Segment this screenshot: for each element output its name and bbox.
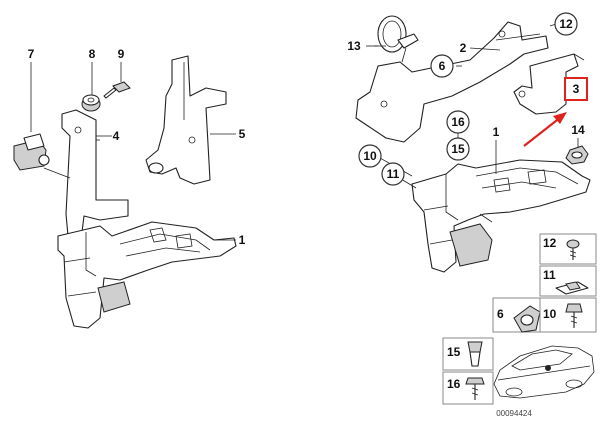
callout-circle-12 <box>554 12 578 36</box>
car-silhouette-icon <box>493 345 595 399</box>
part-4-bracket[interactable] <box>43 109 129 237</box>
callout-8: 8 <box>89 47 96 61</box>
callout-9: 9 <box>118 47 125 61</box>
callout-14: 14 <box>571 123 585 137</box>
legend-label-15: 15 <box>447 345 461 359</box>
part-2-bracket[interactable] <box>355 21 549 143</box>
callout-5: 5 <box>239 127 246 141</box>
callout-circle-16 <box>446 110 470 134</box>
callout-3: 3 <box>573 82 580 96</box>
highlight-box <box>564 77 588 101</box>
parts-legend: 12 11 6 10 15 <box>442 233 597 418</box>
callout-16: 16 <box>451 115 465 129</box>
callout-10: 10 <box>363 149 377 163</box>
part-3-bracket[interactable] <box>513 53 585 115</box>
legend-cell-12[interactable] <box>539 233 597 265</box>
right-assembly: 13 2 12 6 3 16 15 1 14 10 11 <box>347 12 591 273</box>
callout-7: 7 <box>28 47 35 61</box>
callout-12: 12 <box>559 17 573 31</box>
part-1-main-bracket[interactable] <box>57 221 237 329</box>
left-assembly: 7 8 9 4 5 1 <box>13 47 246 329</box>
legend-label-12: 12 <box>543 236 557 250</box>
part-8-grommet[interactable] <box>81 62 101 112</box>
part-9-screw[interactable] <box>103 62 131 99</box>
callout-circle-6 <box>430 54 454 78</box>
part-14-nut[interactable] <box>565 138 589 165</box>
clamp-icon <box>513 305 541 333</box>
part-7-clip[interactable] <box>13 62 50 171</box>
highlight-arrow <box>523 112 567 147</box>
callout-1-right: 1 <box>493 125 500 139</box>
part-1-main-bracket-right[interactable] <box>411 159 591 273</box>
part-13-cable-tie[interactable] <box>374 15 419 63</box>
callout-4: 4 <box>113 129 120 143</box>
screw-icon <box>566 239 580 260</box>
callout-circle-15 <box>446 137 470 161</box>
callout-11: 11 <box>387 167 400 181</box>
legend-label-11: 11 <box>543 268 556 282</box>
callout-1-left: 1 <box>239 233 246 247</box>
callout-circle-11 <box>381 162 405 186</box>
callout-2: 2 <box>460 41 467 55</box>
callout-13: 13 <box>347 39 361 53</box>
callout-6: 6 <box>439 59 446 73</box>
legend-cell-16[interactable] <box>442 371 494 405</box>
legend-label-6: 6 <box>497 307 504 321</box>
legend-label-10: 10 <box>543 307 557 321</box>
clip-nut-icon <box>555 281 589 295</box>
hex-screw-icon <box>465 377 485 400</box>
callout-15: 15 <box>451 142 465 156</box>
callout-circle-10 <box>358 144 382 168</box>
part-5-bracket[interactable] <box>145 55 236 185</box>
bolt-icon <box>565 303 583 328</box>
push-rivet-icon <box>467 341 483 367</box>
diagram-id: 00094424 <box>496 409 532 418</box>
legend-label-16: 16 <box>447 377 461 391</box>
